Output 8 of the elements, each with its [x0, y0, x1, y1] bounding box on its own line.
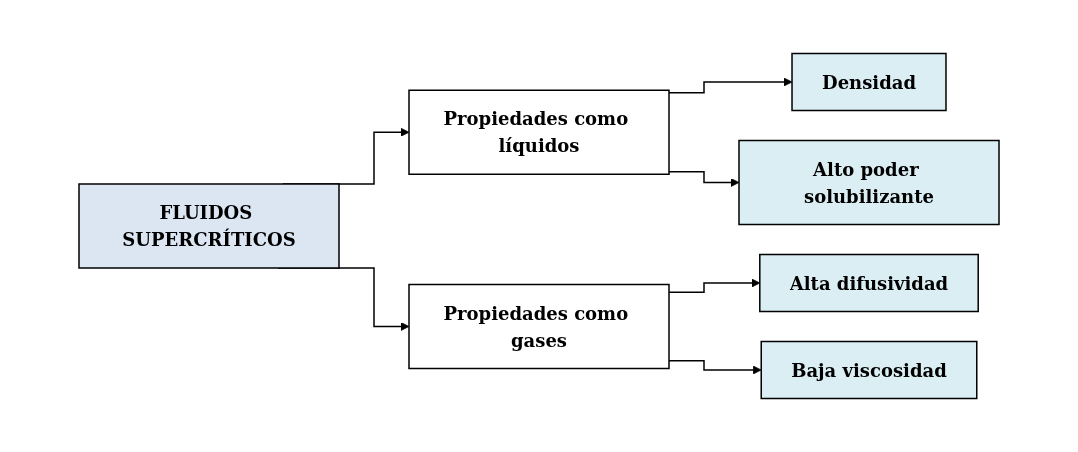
node-box: Propiedades como líquidos: [408, 89, 670, 175]
node-box: FLUIDOS SUPERCRÍTICOS: [78, 183, 340, 269]
node-box: Densidad: [791, 52, 947, 112]
node-box: Propiedades como gases: [408, 283, 670, 370]
node-box: Alta difusividad: [759, 253, 979, 313]
node-box: Baja viscosidad: [760, 340, 978, 400]
arrow: [668, 171, 740, 187]
node-box: Alto poder solubilizante: [738, 139, 1000, 226]
